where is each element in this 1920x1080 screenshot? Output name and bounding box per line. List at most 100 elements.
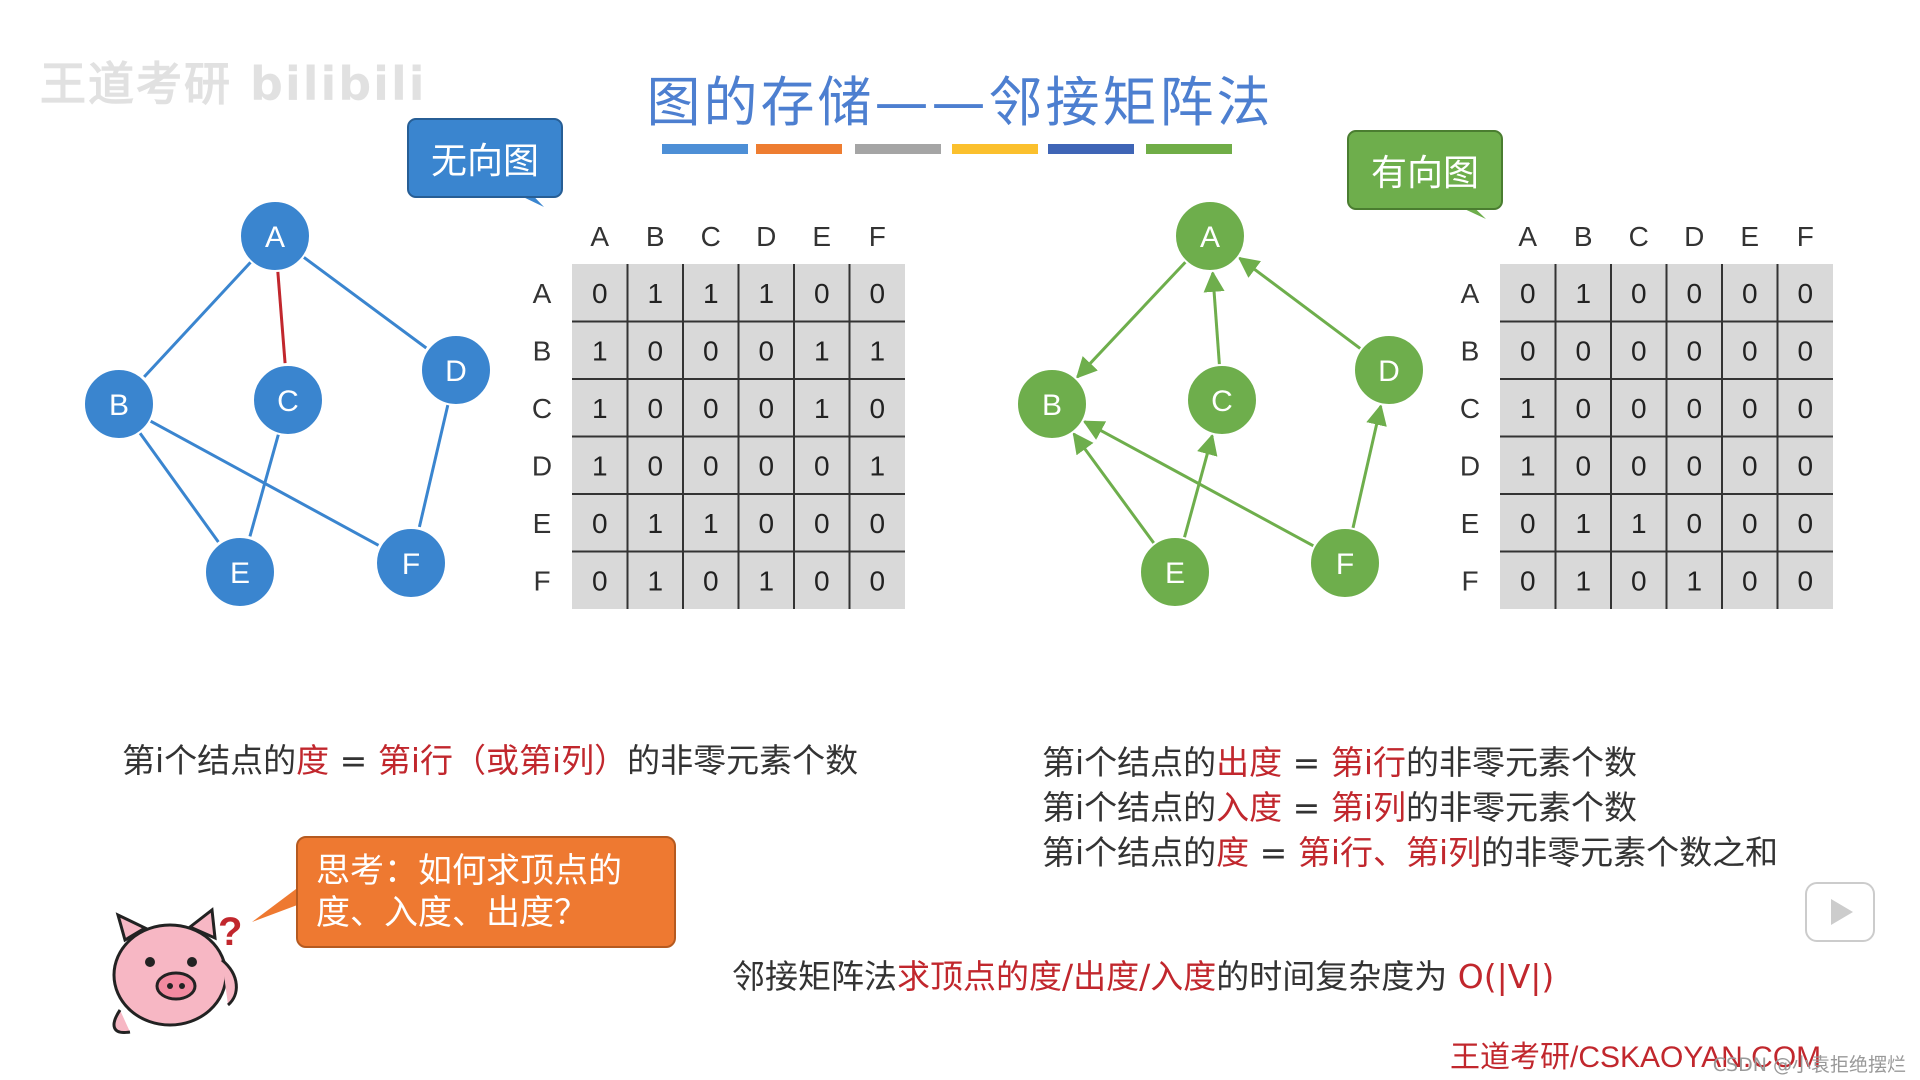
directed-matrix-cell: 1 bbox=[1575, 565, 1591, 596]
directed-matrix-cell: 0 bbox=[1520, 565, 1536, 596]
highlighted-term: 第i行（或第i列） bbox=[377, 741, 628, 780]
undirected-col-header: F bbox=[869, 221, 886, 252]
undirected-edge-B-E bbox=[138, 431, 220, 543]
pig-mascot-icon bbox=[112, 907, 238, 1035]
directed-row-header: C bbox=[1460, 393, 1480, 424]
undirected-matrix-cell: 1 bbox=[758, 278, 774, 309]
undirected-matrix-cell: 1 bbox=[647, 278, 663, 309]
directed-matrix-cell: 0 bbox=[1686, 278, 1702, 309]
directed-matrix-cell: 0 bbox=[1686, 393, 1702, 424]
directed-matrix-cell: 0 bbox=[1742, 508, 1758, 539]
directed-node-label: E bbox=[1165, 557, 1185, 590]
undirected-edge-A-D bbox=[302, 255, 428, 350]
undirected-matrix-cell: 0 bbox=[592, 278, 608, 309]
formula-text: 邻接矩阵法 bbox=[732, 957, 897, 996]
directed-edge-A-B bbox=[1075, 260, 1188, 379]
highlighted-term: 第i行 bbox=[1330, 743, 1406, 782]
title-bar-segment bbox=[952, 144, 1038, 154]
directed-matrix-cell: 0 bbox=[1631, 565, 1647, 596]
formula-text: 第i个结点的 bbox=[1042, 788, 1217, 827]
undirected-node-label: A bbox=[265, 221, 285, 254]
formula-text: 的非零元素个数 bbox=[1405, 788, 1637, 827]
directed-edge-F-B bbox=[1082, 420, 1315, 548]
title-bar-segment bbox=[1048, 144, 1134, 154]
undirected-degree-formula: 第i个结点的度 = 第i行（或第i列）的非零元素个数 bbox=[122, 738, 858, 783]
undirected-matrix-cell: 0 bbox=[758, 393, 774, 424]
undirected-matrix-cell: 0 bbox=[814, 508, 830, 539]
directed-node-label: A bbox=[1200, 221, 1220, 254]
undirected-matrix-cell: 0 bbox=[647, 393, 663, 424]
directed-matrix-cell: 1 bbox=[1520, 450, 1536, 481]
directed-row-header: E bbox=[1461, 508, 1480, 539]
undirected-edge-C-E bbox=[248, 433, 281, 537]
directed-node-C bbox=[1186, 364, 1258, 436]
directed-col-header: A bbox=[1518, 221, 1537, 252]
directed-row-header: D bbox=[1460, 450, 1480, 481]
directed-matrix-cell: 1 bbox=[1520, 393, 1536, 424]
undirected-matrix-cell: 0 bbox=[592, 565, 608, 596]
undirected-matrix-cell: 0 bbox=[703, 335, 719, 366]
play-button-icon[interactable] bbox=[1805, 882, 1875, 942]
undirected-matrix-cell: 1 bbox=[703, 278, 719, 309]
think-bubble-tail bbox=[252, 886, 300, 922]
undirected-matrix-cell: 1 bbox=[592, 450, 608, 481]
directed-matrix-cell: 1 bbox=[1575, 508, 1591, 539]
directed-matrix-cell: 0 bbox=[1742, 393, 1758, 424]
formula-text: 的非零元素个数 bbox=[627, 741, 859, 780]
formula-text: 第i个结点的 bbox=[1042, 743, 1217, 782]
undirected-node-label: C bbox=[277, 385, 299, 418]
directed-matrix-cell: 0 bbox=[1742, 450, 1758, 481]
undirected-matrix-cell: 0 bbox=[869, 393, 885, 424]
undirected-matrix-cell: 1 bbox=[758, 565, 774, 596]
directed-node-A bbox=[1174, 200, 1246, 272]
undirected-node-C bbox=[252, 364, 324, 436]
undirected-matrix-cell: 1 bbox=[814, 335, 830, 366]
directed-node-label: F bbox=[1336, 548, 1354, 581]
directed-matrix-cell: 0 bbox=[1797, 335, 1813, 366]
formula-text: 的时间复杂度为 bbox=[1216, 957, 1458, 996]
undirected-edge-A-C bbox=[276, 270, 287, 364]
directed-matrix-cell: 0 bbox=[1742, 335, 1758, 366]
directed-edge-E-C bbox=[1182, 433, 1218, 539]
watermark: 王道考研 bilibili bbox=[40, 57, 427, 111]
undirected-node-label: F bbox=[402, 548, 420, 581]
directed-matrix-cell: 0 bbox=[1686, 450, 1702, 481]
directed-node-D bbox=[1353, 334, 1425, 406]
question-mark-icon: ? bbox=[218, 910, 242, 954]
directed-formula-line: 第i个结点的入度 = 第i列的非零元素个数 bbox=[1042, 785, 1778, 830]
directed-matrix-cell: 0 bbox=[1520, 335, 1536, 366]
undirected-node-F bbox=[375, 527, 447, 599]
undirected-node-A bbox=[239, 200, 311, 272]
undirected-matrix-cell: 0 bbox=[703, 393, 719, 424]
directed-matrix-cell: 0 bbox=[1797, 508, 1813, 539]
undirected-col-header: C bbox=[701, 221, 721, 252]
highlighted-term: O(|V|) bbox=[1457, 957, 1555, 996]
directed-formula-line: 第i个结点的出度 = 第i行的非零元素个数 bbox=[1042, 740, 1778, 785]
formula-text: = bbox=[1282, 788, 1331, 827]
title-bar-segment bbox=[662, 144, 748, 154]
undirected-matrix-cell: 0 bbox=[869, 565, 885, 596]
directed-col-header: F bbox=[1797, 221, 1814, 252]
directed-degree-formulas: 第i个结点的出度 = 第i行的非零元素个数第i个结点的入度 = 第i列的非零元素… bbox=[1042, 740, 1778, 875]
title-bar-segment bbox=[756, 144, 842, 154]
formula-text: 第i个结点的 bbox=[122, 741, 297, 780]
directed-matrix-cell: 0 bbox=[1575, 450, 1591, 481]
directed-matrix-cell: 0 bbox=[1797, 278, 1813, 309]
directed-col-header: D bbox=[1684, 221, 1704, 252]
directed-matrix-cell: 0 bbox=[1797, 393, 1813, 424]
undirected-matrix-cell: 0 bbox=[703, 450, 719, 481]
undirected-matrix-cell: 0 bbox=[758, 335, 774, 366]
highlighted-term: 度 bbox=[1216, 833, 1250, 872]
directed-col-header: E bbox=[1740, 221, 1759, 252]
directed-edge-F-D bbox=[1351, 404, 1387, 530]
undirected-row-header: D bbox=[532, 450, 552, 481]
undirected-matrix-cell: 1 bbox=[592, 335, 608, 366]
directed-node-F bbox=[1309, 527, 1381, 599]
directed-matrix-cell: 0 bbox=[1686, 335, 1702, 366]
formula-text: 第i个结点的 bbox=[1042, 833, 1217, 872]
undirected-node-D bbox=[420, 334, 492, 406]
undirected-matrix-cell: 1 bbox=[592, 393, 608, 424]
undirected-matrix-cell: 0 bbox=[647, 450, 663, 481]
undirected-matrix-cell: 1 bbox=[647, 565, 663, 596]
